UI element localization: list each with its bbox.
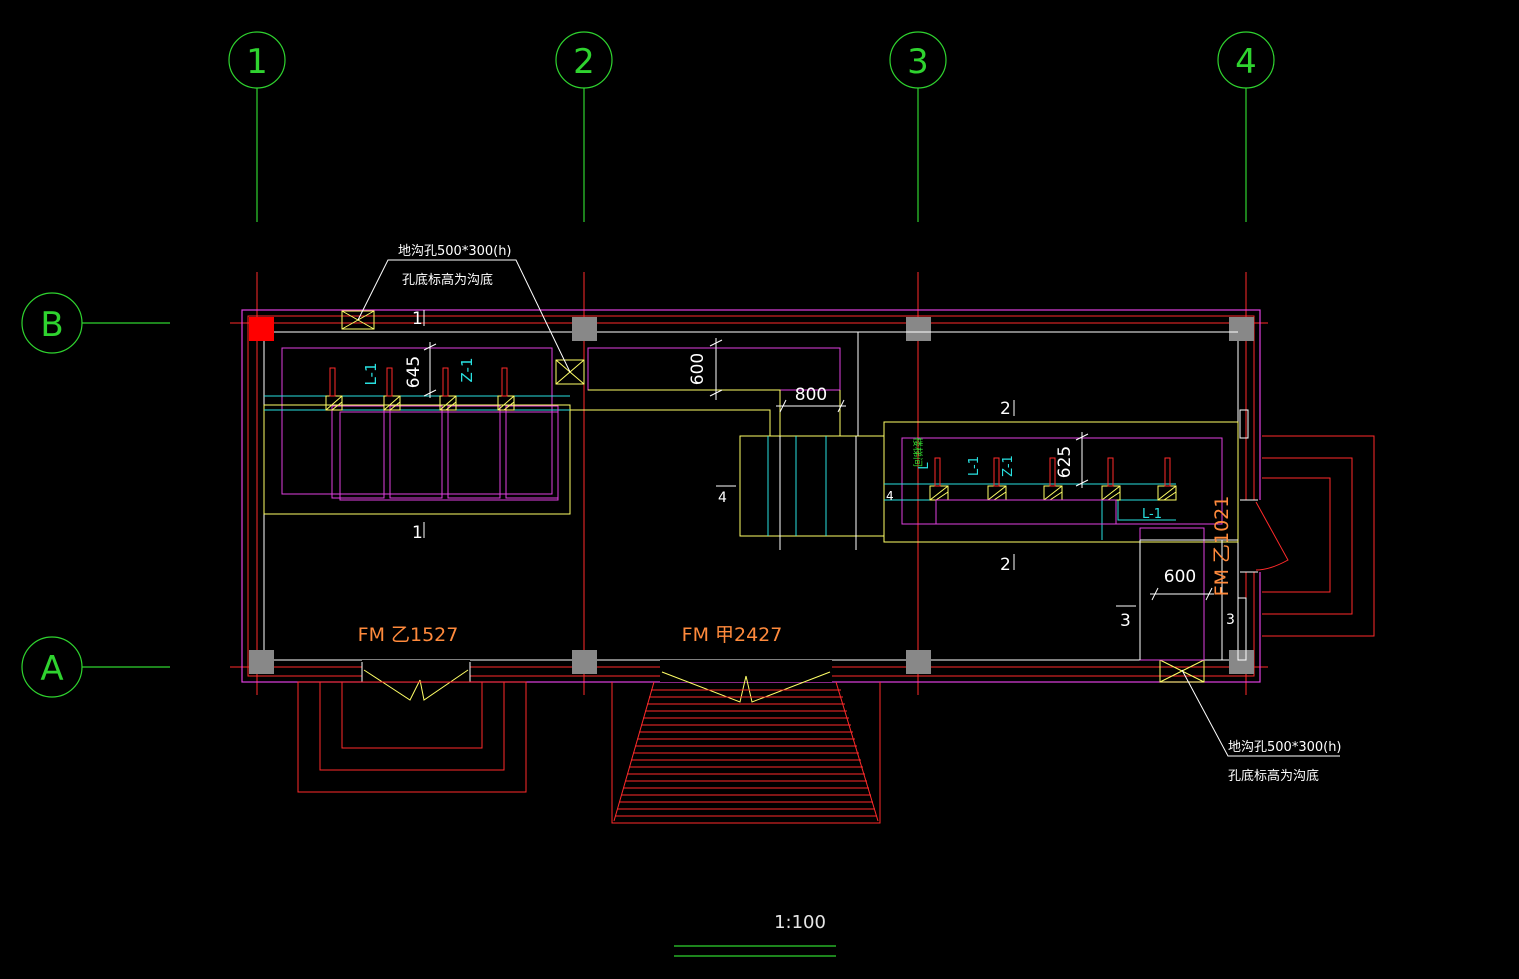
label-stair: 楼梯间 — [911, 437, 924, 467]
axis-label-3: 3 — [907, 42, 929, 82]
columns — [249, 317, 1254, 674]
label-l1-left: L-1 — [362, 362, 380, 385]
label-l-right: L — [917, 462, 932, 470]
label-z1-left: Z-1 — [458, 358, 476, 383]
scale-label: 1:100 — [774, 912, 826, 933]
section-1-top: 1 — [412, 309, 423, 329]
bottom-doors — [297, 660, 881, 824]
right-equipment — [883, 421, 1239, 661]
door-tag-fm-yi-1527: FM 乙1527 — [358, 624, 459, 646]
note-hole-bottom-2: 孔底标高为沟底 — [1228, 768, 1319, 784]
right-door — [1237, 409, 1375, 661]
dim-800: 800 — [795, 385, 827, 405]
axis-grid — [21, 31, 1275, 698]
axis-label-1: 1 — [246, 42, 268, 82]
scale-underline — [674, 945, 836, 957]
duct-run — [341, 259, 1340, 757]
axis-label-2: 2 — [573, 42, 595, 82]
section-3-left: 3 — [1120, 611, 1131, 631]
section-3-right: 3 — [1226, 612, 1235, 628]
section-2-bottom: 2 — [1000, 555, 1011, 575]
dim-645: 645 — [404, 356, 424, 388]
label-l1-right: L-1 — [967, 456, 982, 476]
section-4-left: 4 — [718, 490, 727, 506]
left-equipment — [263, 342, 571, 515]
label-z1-right: Z-1 — [1001, 455, 1016, 477]
axis-label-4: 4 — [1235, 42, 1257, 82]
entrance-steps — [611, 681, 881, 824]
dim-600-top: 600 — [688, 353, 708, 385]
label-l1-right-low: L-1 — [1142, 507, 1162, 522]
axis-label-A: A — [40, 649, 63, 689]
section-2-top: 2 — [1000, 399, 1011, 419]
note-hole-bottom-1: 地沟孔500*300(h) — [1228, 740, 1342, 755]
dim-600-right: 600 — [1164, 567, 1196, 587]
note-hole-top-1: 地沟孔500*300(h) — [398, 244, 512, 259]
section-4-mid: 4 — [886, 489, 894, 503]
axis-label-B: B — [40, 305, 63, 345]
door-tag-fm-jia-2427: FM 甲2427 — [682, 624, 783, 646]
dim-625: 625 — [1055, 446, 1075, 478]
section-1-bottom: 1 — [412, 523, 423, 543]
door-tag-fm-yi-1021: FM 乙1021 — [1211, 496, 1233, 597]
note-hole-top-2: 孔底标高为沟底 — [402, 272, 493, 288]
